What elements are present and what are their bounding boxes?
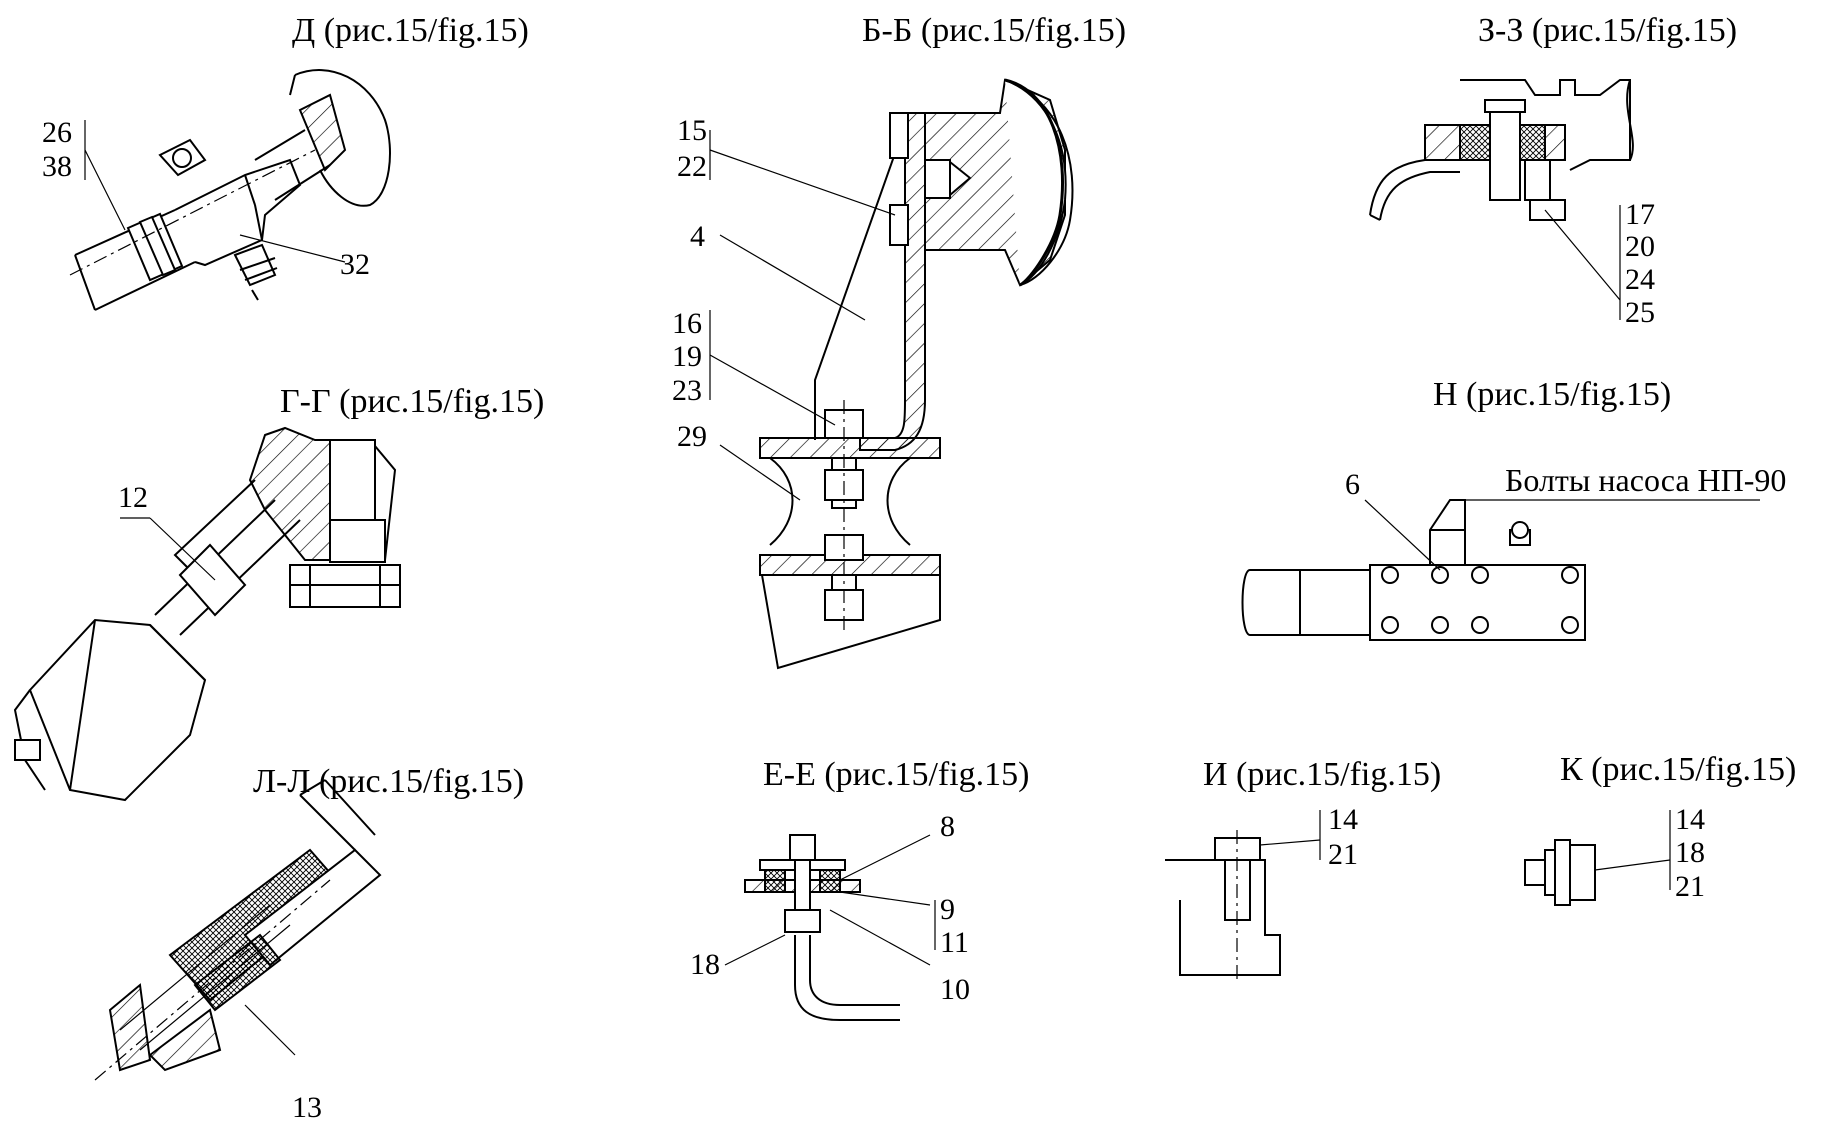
callout-label: 6 (1345, 468, 1360, 501)
callout-label: 24 (1625, 263, 1655, 296)
view-bb-drawing (709, 78, 1074, 670)
callout-label: 20 (1625, 230, 1655, 263)
callout-label: 21 (1675, 870, 1705, 903)
callout-label: 8 (940, 810, 955, 843)
callout-label: 25 (1625, 296, 1655, 329)
pump-bolts-note: Болты насоса НП-90 (1505, 462, 1787, 498)
view-zz-title: З-З (рис.15/fig.15) (1478, 12, 1738, 49)
view-d-title: Д (рис.15/fig.15) (292, 12, 529, 49)
callout-label: 18 (690, 948, 720, 981)
view-ee-title: Е-Е (рис.15/fig.15) (763, 756, 1030, 793)
callout-label: 23 (672, 374, 702, 407)
callout-label: 14 (1675, 803, 1705, 836)
callout-label: 15 (677, 114, 707, 147)
view-ll-drawing (94, 779, 382, 1081)
callout-label: 22 (677, 150, 707, 183)
callout-label: 9 (940, 893, 955, 926)
callout-label: 17 (1625, 198, 1655, 231)
view-i-title: И (рис.15/fig.15) (1203, 756, 1442, 793)
callout-label: 10 (940, 973, 970, 1006)
callout-label: 26 (42, 116, 72, 149)
view-ll-title: Л-Л (рис.15/fig.15) (253, 763, 525, 800)
callout-label: 18 (1675, 836, 1705, 869)
callout-label: 21 (1328, 838, 1358, 871)
callout-label: 19 (672, 340, 702, 373)
view-gg-title: Г-Г (рис.15/fig.15) (280, 383, 545, 420)
view-bb-title: Б-Б (рис.15/fig.15) (862, 12, 1127, 49)
callout-label: 11 (940, 926, 969, 959)
callout-label: 13 (292, 1091, 322, 1124)
view-k-drawing (1524, 810, 1671, 906)
view-i-drawing (1165, 810, 1321, 980)
view-gg-drawing (13, 426, 401, 802)
callout-label: 4 (690, 220, 705, 253)
callout-label: 38 (42, 150, 72, 183)
view-n-drawing (1241, 499, 1760, 641)
callout-label: 29 (677, 420, 707, 453)
callout-label: 32 (340, 248, 370, 281)
view-d-drawing (69, 69, 391, 311)
callout-label: 14 (1328, 803, 1358, 836)
view-ee-drawing (724, 834, 936, 1021)
view-k-title: К (рис.15/fig.15) (1560, 751, 1797, 788)
view-n-title: Н (рис.15/fig.15) (1433, 376, 1672, 413)
callout-label: 16 (672, 307, 702, 340)
callout-label: 12 (118, 481, 148, 514)
view-zz-drawing (1369, 79, 1634, 320)
